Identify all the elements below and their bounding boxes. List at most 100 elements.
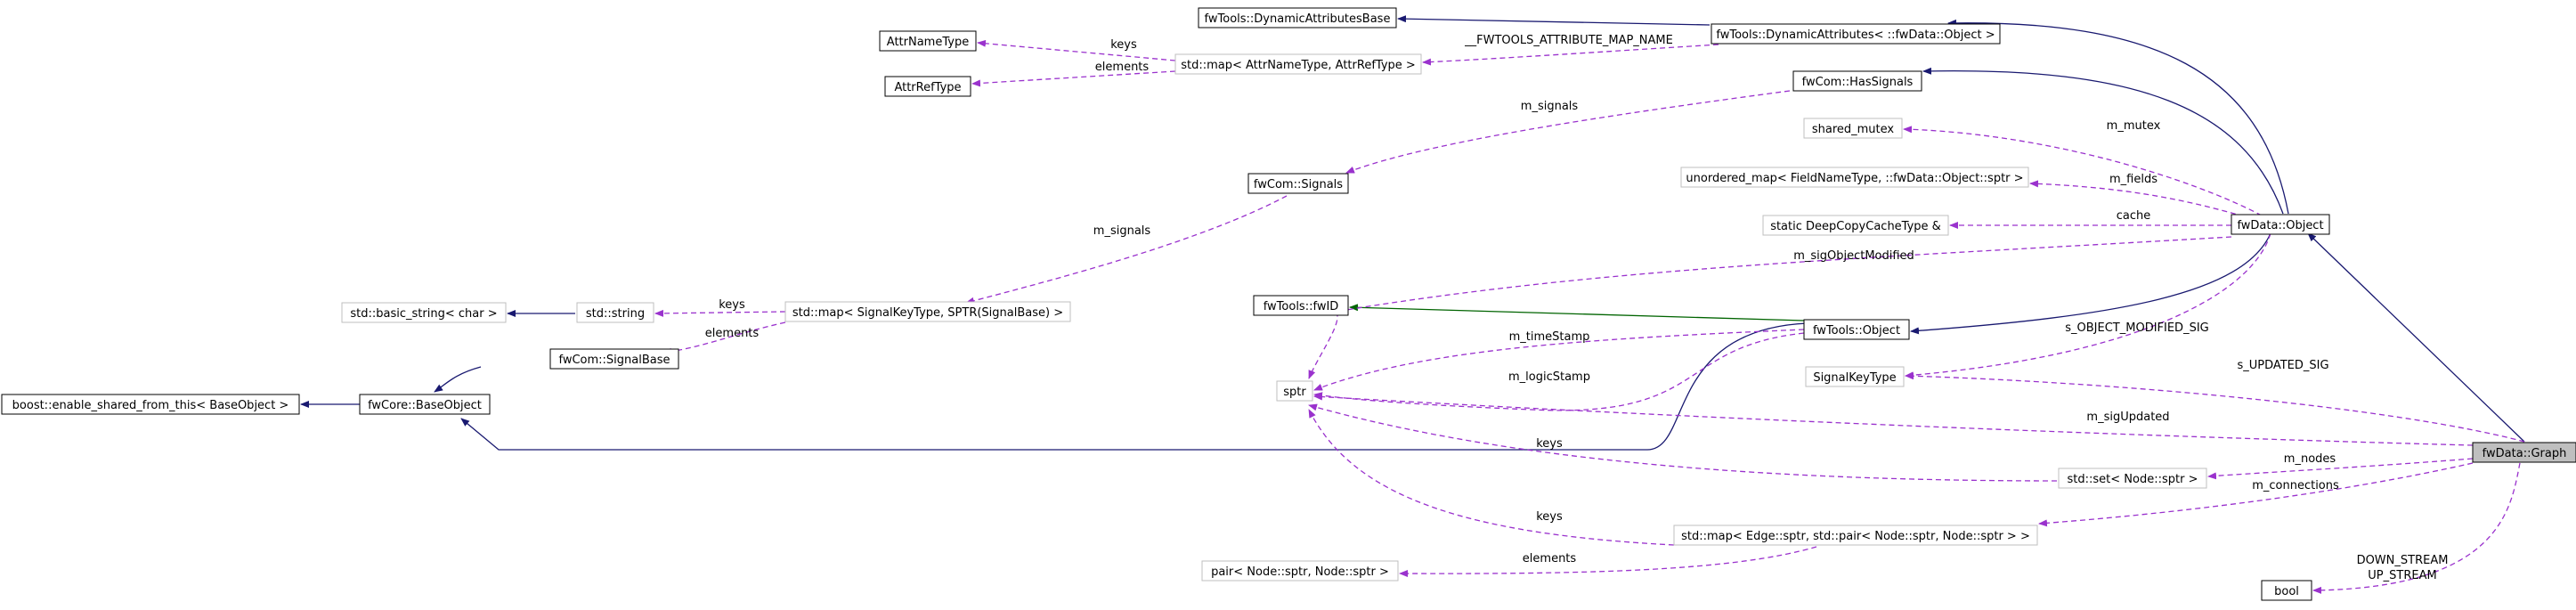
node-fwtools-dynamic-attributes[interactable]: fwTools::DynamicAttributes< ::fwData::Ob… xyxy=(1711,23,2001,45)
edge-label-s-object-modified-sig: s_OBJECT_MODIFIED_SIG xyxy=(2065,321,2208,335)
node-fwcom-signals[interactable]: fwCom::Signals xyxy=(1247,173,1349,194)
edge-label-keys-sig: keys xyxy=(719,298,745,312)
edge-object-to-unordered-map xyxy=(2029,180,2254,220)
edge-label-cache: cache xyxy=(2117,209,2151,223)
edge-label-m-signals-mid: m_signals xyxy=(1093,224,1151,238)
node-fwcom-has-signals[interactable]: fwCom::HasSignals xyxy=(1792,70,1922,92)
edge-object-modified-to-sptr xyxy=(1308,236,2232,379)
edge-graph-to-std-set xyxy=(2207,458,2474,480)
edge-label-m-sig-updated: m_sigUpdated xyxy=(2086,411,2169,424)
node-label: std::basic_string< char > xyxy=(350,307,497,321)
node-deep-copy-cache[interactable]: static DeepCopyCacheType & xyxy=(1762,215,1949,236)
node-fwtools-fwid[interactable]: fwTools::fwID xyxy=(1253,295,1349,316)
node-label: std::set< Node::sptr > xyxy=(2068,473,2198,486)
node-label: fwTools::DynamicAttributes< ::fwData::Ob… xyxy=(1716,28,1995,42)
node-label: fwTools::Object xyxy=(1813,324,1900,338)
node-fwtools-dynamic-attributes-base[interactable]: fwTools::DynamicAttributesBase xyxy=(1198,7,1397,28)
node-label: fwCom::Signals xyxy=(1254,178,1343,191)
edge-label-m-sig-object-modified: m_sigObjectModified xyxy=(1793,249,1914,263)
node-label: fwTools::DynamicAttributesBase xyxy=(1205,12,1391,26)
node-std-set[interactable]: std::set< Node::sptr > xyxy=(2058,468,2207,489)
node-label: unordered_map< FieldNameType, ::fwData::… xyxy=(1686,172,2023,185)
node-sptr[interactable]: sptr xyxy=(1276,380,1313,402)
node-shared-mutex[interactable]: shared_mutex xyxy=(1803,118,1903,139)
edge-object-to-has-signals xyxy=(1922,67,2284,215)
edge-graph-sig-updated-to-sptr xyxy=(1313,393,2474,446)
node-fwcore-base-object[interactable]: fwCore::BaseObject xyxy=(359,394,491,415)
node-label: std::string xyxy=(586,307,645,321)
node-bool[interactable]: bool xyxy=(2261,580,2312,601)
edge-label-s-updated-sig: s_UPDATED_SIG xyxy=(2237,359,2328,372)
edge-graph-to-bool xyxy=(2312,462,2521,594)
node-label: AttrRefType xyxy=(894,81,961,94)
node-label: fwData::Object xyxy=(2237,219,2323,232)
edge-label-m-nodes: m_nodes xyxy=(2284,452,2336,466)
node-attr-ref-type[interactable]: AttrRefType xyxy=(884,76,971,97)
node-label: fwData::Graph xyxy=(2483,447,2567,460)
node-label: std::map< AttrNameType, AttrRefType > xyxy=(1181,59,1416,72)
node-std-map-attr[interactable]: std::map< AttrNameType, AttrRefType > xyxy=(1174,53,1422,75)
edge-label-m-logicstamp: m_logicStamp xyxy=(1508,370,1590,384)
node-label: fwCore::BaseObject xyxy=(368,399,482,412)
node-label: fwCom::SignalBase xyxy=(558,354,670,367)
edge-label-m-signals-top: m_signals xyxy=(1521,100,1579,113)
edge-object-to-dyn-attr xyxy=(1947,19,2289,215)
node-label: SignalKeyType xyxy=(1813,371,1896,385)
edge-label-m-connections: m_connections xyxy=(2252,479,2339,492)
node-fwdata-graph[interactable]: fwData::Graph xyxy=(2472,442,2576,463)
edge-label-m-fields: m_fields xyxy=(2109,173,2158,186)
node-label: fwTools::fwID xyxy=(1264,300,1339,313)
edge-graph-to-signal-key-type xyxy=(1905,372,2525,443)
edge-graph-to-object xyxy=(2307,232,2525,443)
edge-edge-map-keys-to-sptr xyxy=(1308,409,1675,546)
node-label: std::map< Edge::sptr, std::pair< Node::s… xyxy=(1681,530,2030,543)
node-std-map-signals[interactable]: std::map< SignalKeyType, SPTR(SignalBase… xyxy=(784,301,1071,322)
edge-label-m-mutex: m_mutex xyxy=(2107,119,2161,133)
node-std-map-edges[interactable]: std::map< Edge::sptr, std::pair< Node::s… xyxy=(1673,525,2038,546)
edge-graph-to-edge-map xyxy=(2038,462,2474,527)
edge-dyn-attr-to-base xyxy=(1397,15,1711,26)
node-std-string[interactable]: std::string xyxy=(576,302,654,323)
edge-label-m-timestamp: m_timeStamp xyxy=(1509,330,1590,344)
node-boost-enable-shared[interactable]: boost::enable_shared_from_this< BaseObje… xyxy=(1,394,300,415)
edge-label-elements-edge: elements xyxy=(1523,552,1577,565)
edge-attr-map-keys xyxy=(977,39,1176,61)
edge-edge-map-to-pair xyxy=(1399,546,1817,578)
edge-label-up-stream: UP_STREAM xyxy=(2368,569,2436,582)
edge-object-to-tools-object xyxy=(1910,232,2271,335)
edge-label-keys-edge: keys xyxy=(1536,510,1563,524)
node-std-basic-string[interactable]: std::basic_string< char > xyxy=(341,302,507,323)
edge-sig-map-keys xyxy=(654,309,786,317)
node-signal-key-type[interactable]: SignalKeyType xyxy=(1805,366,1905,387)
edge-label-fwtools-attr-map-name: __FWTOOLS_ATTRIBUTE_MAP_NAME xyxy=(1464,34,1673,47)
edge-tools-object-to-base-object xyxy=(460,322,1808,451)
node-label: static DeepCopyCacheType & xyxy=(1770,220,1941,233)
edge-label-keys-attr: keys xyxy=(1110,38,1137,52)
edge-signals-to-sig-map xyxy=(965,195,1288,305)
node-pair-node[interactable]: pair< Node::sptr, Node::sptr > xyxy=(1201,560,1399,582)
node-label: fwCom::HasSignals xyxy=(1802,76,1914,89)
node-attr-name-type[interactable]: AttrNameType xyxy=(879,30,977,52)
node-label: bool xyxy=(2274,585,2299,598)
edge-has-signals-to-signals xyxy=(1345,90,1791,174)
edge-label-down-stream: DOWN_STREAM xyxy=(2357,554,2449,567)
node-label: sptr xyxy=(1283,386,1306,399)
node-label: AttrNameType xyxy=(887,36,969,49)
node-unordered-map[interactable]: unordered_map< FieldNameType, ::fwData::… xyxy=(1680,167,2029,188)
edge-signal-base-to-base-object xyxy=(434,366,482,393)
node-label: std::map< SignalKeyType, SPTR(SignalBase… xyxy=(792,306,1063,320)
edge-object-to-shared-mutex xyxy=(1903,126,2263,216)
edge-label-keys-set: keys xyxy=(1536,437,1563,451)
edge-attr-map-elements xyxy=(971,70,1176,87)
node-fwtools-object[interactable]: fwTools::Object xyxy=(1803,319,1910,340)
edge-tools-object-to-fwid xyxy=(1349,304,1805,321)
edge-dyn-attr-to-attr-map xyxy=(1422,44,1719,66)
edge-tools-object-logicstamp-to-sptr xyxy=(1313,332,1805,411)
node-label: pair< Node::sptr, Node::sptr > xyxy=(1211,565,1389,579)
node-fwcom-signal-base[interactable]: fwCom::SignalBase xyxy=(549,348,679,370)
node-label: shared_mutex xyxy=(1812,123,1895,136)
edge-object-to-signal-key-type xyxy=(1905,232,2271,379)
node-fwdata-object[interactable]: fwData::Object xyxy=(2231,214,2330,235)
node-label: boost::enable_shared_from_this< BaseObje… xyxy=(12,399,289,412)
